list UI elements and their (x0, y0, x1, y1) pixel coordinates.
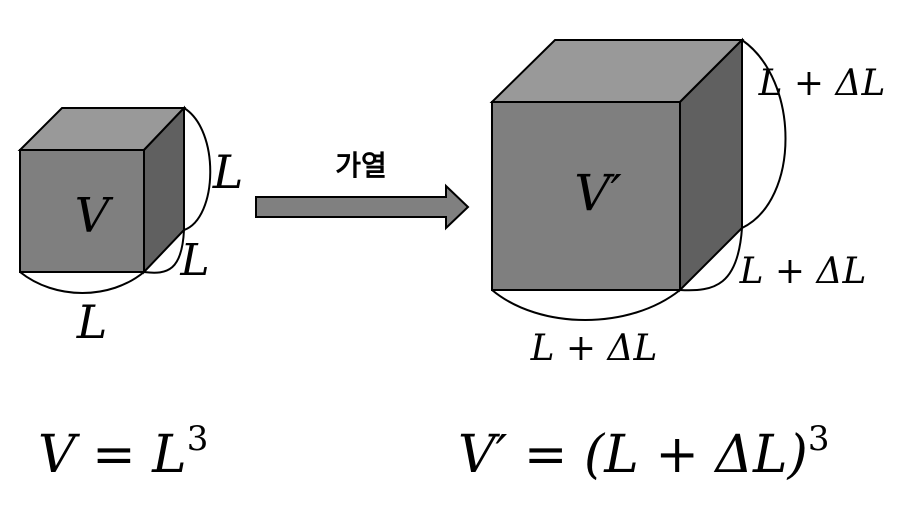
large-cube: V′ L + ΔL L + ΔL L + ΔL (489, 37, 886, 369)
small-cube-right-edge-arc (183, 107, 212, 231)
formulas: V = L3 V′ = (L + ΔL)3 (38, 419, 829, 485)
large-cube-right-edge-arc (741, 39, 787, 229)
large-volume-formula-exponent: 3 (808, 419, 830, 459)
large-cube-front-face (491, 101, 681, 291)
small-cube-bottom-edge-arc (19, 271, 145, 294)
heating-arrow: 가열 (255, 149, 470, 231)
small-volume-formula: V = L3 (38, 419, 208, 485)
large-cube-volume-label: V′ (574, 164, 622, 222)
small-cube-depth-edge-label: L (179, 235, 209, 286)
large-cube-depth-edge-label: L + ΔL (739, 251, 867, 292)
small-cube-volume-label: V (75, 188, 114, 244)
small-cube-depth-edge-arc (143, 229, 185, 274)
small-volume-formula-main: V = L (38, 425, 187, 485)
small-cube-front-face (19, 149, 145, 273)
small-volume-formula-exponent: 3 (187, 419, 209, 459)
small-cube: V L L L (17, 105, 244, 349)
arrow-label: 가열 (335, 149, 387, 182)
large-cube-bottom-edge-label: L + ΔL (530, 328, 658, 369)
small-cube-right-edge-label: L (212, 145, 244, 199)
large-cube-bottom-edge-arc (491, 289, 681, 321)
small-cube-bottom-edge-label: L (76, 295, 108, 349)
large-cube-right-edge-label: L + ΔL (758, 63, 886, 104)
large-volume-formula: V′ = (L + ΔL)3 (458, 419, 829, 485)
large-cube-depth-edge-arc (679, 227, 743, 292)
large-volume-formula-main: V′ = (L + ΔL) (458, 425, 808, 485)
arrow-icon (255, 183, 470, 231)
